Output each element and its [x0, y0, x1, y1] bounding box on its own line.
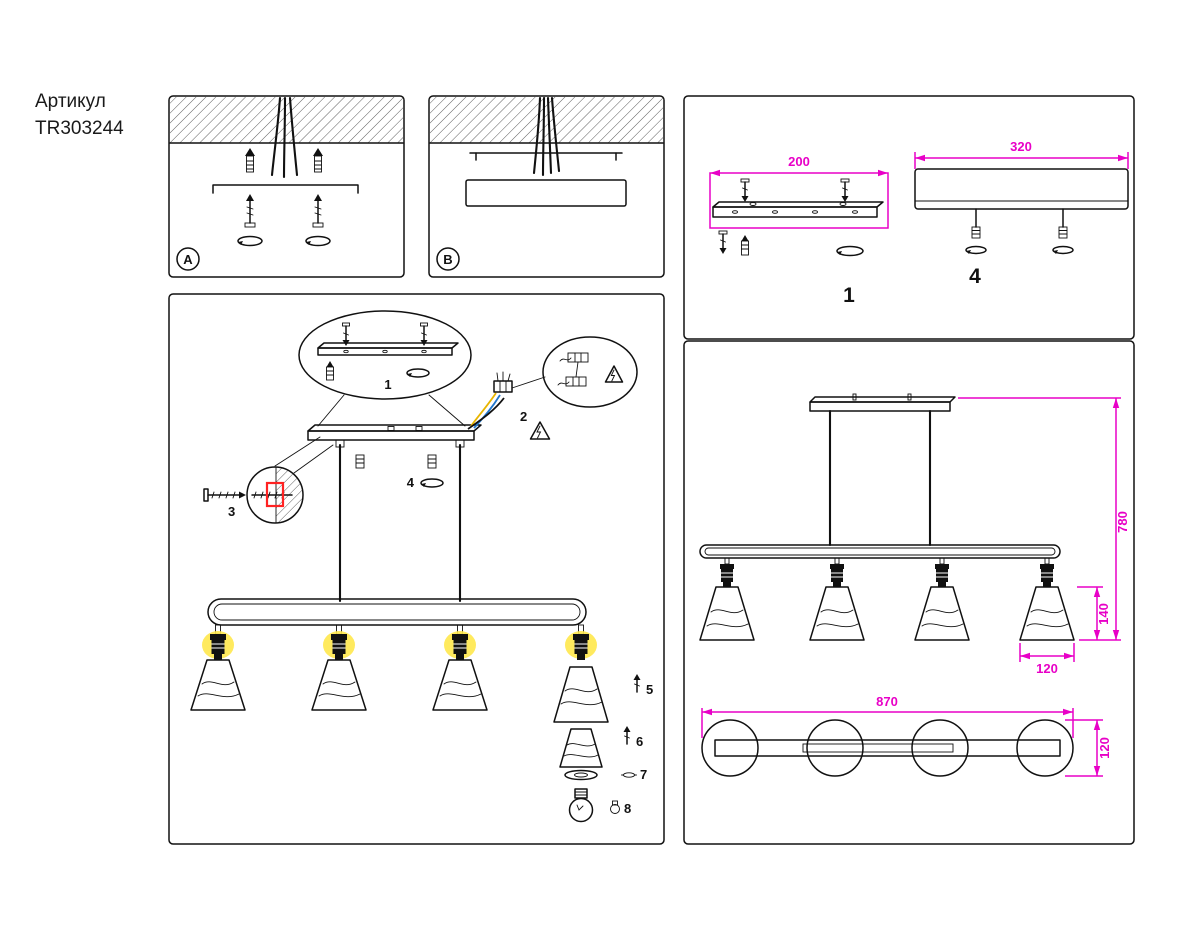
lamp-unit-exploded — [553, 624, 609, 823]
ceiling-cross-section — [169, 97, 404, 144]
top-view — [701, 719, 1074, 777]
article-number: TR303244 — [35, 118, 124, 139]
rotation-symbol — [237, 235, 263, 247]
svg-text:6: 6 — [636, 734, 643, 749]
mains-wires — [270, 96, 299, 179]
wall-plug-anchor — [313, 148, 323, 173]
mounting-screw — [244, 194, 256, 228]
step-2-label: 2 — [520, 409, 527, 424]
article-header: Артикул TR303244 — [35, 88, 124, 142]
bracket-width-value: 200 — [788, 154, 810, 169]
panel-b-plain-ceiling: B — [428, 95, 665, 278]
callout-screw: 3 — [203, 436, 334, 524]
ceiling-cross-section — [429, 97, 664, 144]
rotation-symbol — [305, 235, 331, 247]
lamp-side — [1019, 557, 1075, 641]
canopy-dimension: 320 — [914, 139, 1129, 169]
lamp-unit — [432, 624, 488, 711]
svg-text:7: 7 — [640, 767, 647, 782]
canopy-step-number: 4 — [969, 265, 981, 288]
threaded-coupler — [355, 454, 365, 469]
callout-wiring — [511, 336, 638, 408]
rotation-symbol — [406, 368, 430, 378]
panel-a-label: A — [176, 247, 200, 271]
lamp-side — [914, 557, 970, 641]
shade-height-value: 140 — [1096, 603, 1111, 625]
step-1-label: 1 — [384, 377, 391, 392]
panel-b-letter: B — [443, 252, 452, 267]
mounted-bracket-edge — [469, 152, 623, 161]
threaded-coupler — [1058, 226, 1068, 239]
overall-length-value: 870 — [876, 694, 898, 709]
part-5-label: 5 — [633, 674, 653, 697]
bracket-screw — [740, 178, 750, 202]
assembly-panel: 1 4 — [168, 293, 665, 845]
mounting-bar — [307, 424, 482, 448]
supply-wires — [467, 392, 505, 430]
rotation-symbol — [965, 245, 987, 255]
electrical-warning-icon — [604, 365, 624, 383]
part-8-label: 8 — [610, 800, 631, 816]
lamp-side — [699, 557, 755, 641]
part-detail-panel: 200 — [683, 95, 1135, 340]
top-dimensions: 870 120 — [701, 694, 1112, 777]
part-6-label: 6 — [623, 726, 643, 749]
dimension-panel: 780 140 120 — [683, 340, 1135, 845]
svg-text:5: 5 — [646, 682, 653, 697]
anchor-icon — [326, 361, 334, 381]
threaded-coupler — [427, 454, 437, 469]
wall-plug-anchor — [245, 148, 255, 173]
mains-wires — [532, 96, 561, 177]
overall-height-value: 780 — [1115, 511, 1130, 533]
bracket-screw — [840, 178, 850, 202]
bracket-screw — [420, 322, 428, 346]
mounting-screw — [312, 194, 324, 228]
panel-a-letter: A — [183, 252, 193, 267]
rotation-symbol — [836, 245, 864, 257]
light-bulb — [568, 788, 594, 823]
bracket-detail: 200 — [709, 154, 889, 307]
shade-diameter-value: 120 — [1036, 661, 1058, 676]
lamp-unit — [190, 624, 246, 711]
bracket-screw — [342, 322, 350, 346]
canopy-detail: 320 4 — [914, 139, 1129, 288]
chandelier-frame — [207, 598, 587, 626]
inner-diffuser — [559, 728, 603, 768]
canopy-width-value: 320 — [1010, 139, 1032, 154]
panel-b-label: B — [436, 247, 460, 271]
screw-item — [718, 230, 728, 254]
rotation-symbol — [420, 478, 444, 488]
svg-text:8: 8 — [624, 801, 631, 816]
row-width-value: 120 — [1097, 737, 1112, 759]
bracket-step-number: 1 — [843, 284, 855, 307]
mounting-bracket-silhouette — [212, 184, 359, 194]
terminal-block — [493, 371, 513, 393]
threaded-coupler — [971, 226, 981, 239]
screw-item — [203, 488, 246, 502]
retaining-ring — [564, 769, 598, 781]
step-3-label: 3 — [228, 504, 235, 519]
lamp-unit — [311, 624, 367, 711]
part-7-label: 7 — [621, 767, 647, 782]
side-view — [699, 393, 1075, 641]
electrical-warning-icon — [529, 421, 551, 440]
article-label: Артикул — [35, 91, 106, 112]
step-4-label: 4 — [407, 475, 415, 490]
side-dimensions: 780 140 120 — [958, 397, 1130, 676]
detail-marker-box — [265, 481, 285, 508]
rotation-symbol — [1052, 245, 1074, 255]
callout-bracket: 1 — [298, 310, 472, 427]
panel-a-concrete-ceiling: A — [168, 95, 405, 278]
anchor-icon — [741, 235, 749, 256]
bracket-dimension: 200 — [709, 154, 889, 229]
canopy-outline — [465, 179, 627, 207]
lamp-side — [809, 557, 865, 641]
outer-shade — [553, 666, 609, 723]
